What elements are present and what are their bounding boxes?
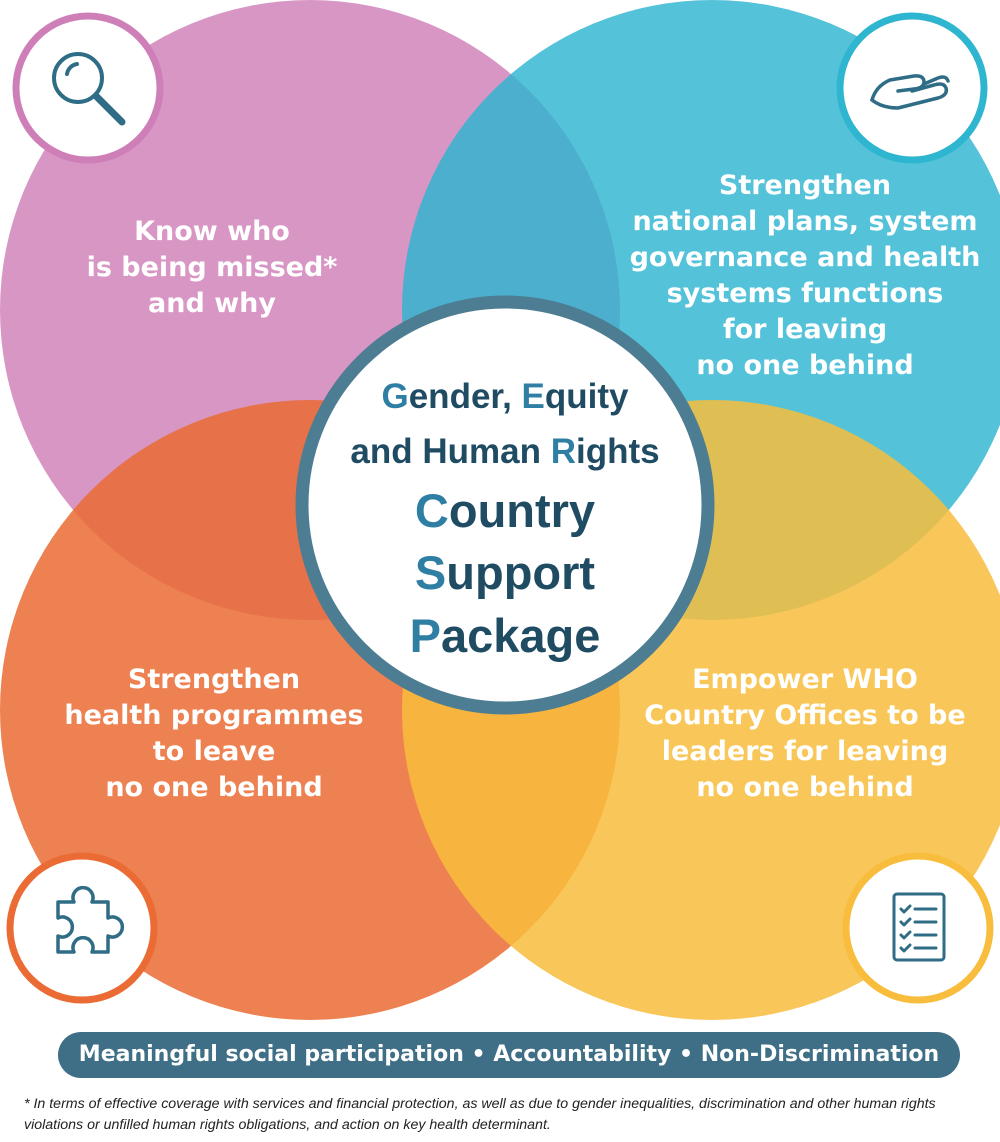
center-title-line-1: Gender, Equity bbox=[381, 377, 629, 416]
quadrant-text-line: is being missed* bbox=[87, 252, 338, 283]
quadrant-text-line: no one behind bbox=[696, 350, 913, 381]
quadrant-text-line: no one behind bbox=[105, 772, 322, 803]
badge-bottom-left bbox=[6, 852, 158, 1004]
quadrant-text-line: Country Offices to be bbox=[644, 700, 965, 731]
quadrant-text-line: health programmes bbox=[64, 700, 363, 731]
center-title-text: ackage bbox=[441, 609, 600, 662]
quadrant-text-line: and why bbox=[148, 288, 276, 319]
quadrant-text-line: Empower WHO bbox=[692, 664, 918, 695]
venn-diagram: Know who is being missed* and why Strength… bbox=[0, 0, 1000, 1020]
quadrant-text-line: national plans, system bbox=[632, 206, 977, 237]
badge-top-right bbox=[836, 12, 988, 164]
quadrant-text-line: leaders for leaving bbox=[662, 736, 948, 767]
open-hand-icon bbox=[870, 74, 950, 110]
badge-top-left bbox=[12, 12, 164, 164]
quadrant-text-line: Strengthen bbox=[719, 170, 891, 201]
quadrant-text-bottom-left: Strengthen health programmes to leave no on… bbox=[64, 664, 363, 803]
quadrant-text-line: no one behind bbox=[696, 772, 913, 803]
center-title-text: upport bbox=[446, 546, 595, 599]
center-title-text: ountry bbox=[449, 484, 595, 537]
center-title-initial: R bbox=[551, 432, 576, 471]
center-title-initial: P bbox=[410, 609, 441, 662]
quadrant-text-top-left: Know who is being missed* and why bbox=[87, 216, 338, 319]
center-title-line-4: Support bbox=[415, 546, 595, 599]
center-title-text: ights bbox=[576, 432, 660, 471]
center-title-initial: G bbox=[381, 377, 408, 416]
quadrant-text-top-right: Strengthen national plans, system governan… bbox=[630, 170, 981, 381]
quadrant-text-line: to leave bbox=[153, 736, 276, 767]
footnote: * In terms of effective coverage with se… bbox=[24, 1096, 936, 1133]
center-title-line-5: Package bbox=[410, 609, 601, 662]
quadrant-text-bottom-right: Empower WHO Country Offices to be leaders … bbox=[644, 664, 965, 803]
badge-bottom-right bbox=[842, 852, 994, 1004]
center-title-line-3: Country bbox=[415, 484, 595, 537]
center-title-initial: C bbox=[415, 484, 449, 537]
quadrant-text-line: systems functions bbox=[667, 278, 944, 309]
checklist-icon bbox=[892, 892, 946, 962]
center-title-text: quity bbox=[545, 377, 629, 416]
puzzle-piece-icon bbox=[56, 885, 125, 954]
center-title-text: and Human bbox=[350, 432, 550, 471]
center-title-initial: E bbox=[522, 377, 545, 416]
center-title-initial: S bbox=[415, 546, 446, 599]
quadrant-text-line: Strengthen bbox=[128, 664, 300, 695]
center-title-line-2: and Human Rights bbox=[350, 432, 659, 471]
center-circle bbox=[295, 295, 715, 715]
quadrant-text-line: Know who bbox=[134, 216, 290, 247]
center-title-text: ender, bbox=[409, 377, 522, 416]
magnifying-glass-icon bbox=[52, 52, 126, 126]
principles-banner: Meaningful social participation • Accoun… bbox=[58, 1032, 960, 1078]
quadrant-text-line: governance and health bbox=[630, 242, 981, 273]
quadrant-text-line: for leaving bbox=[723, 314, 887, 345]
